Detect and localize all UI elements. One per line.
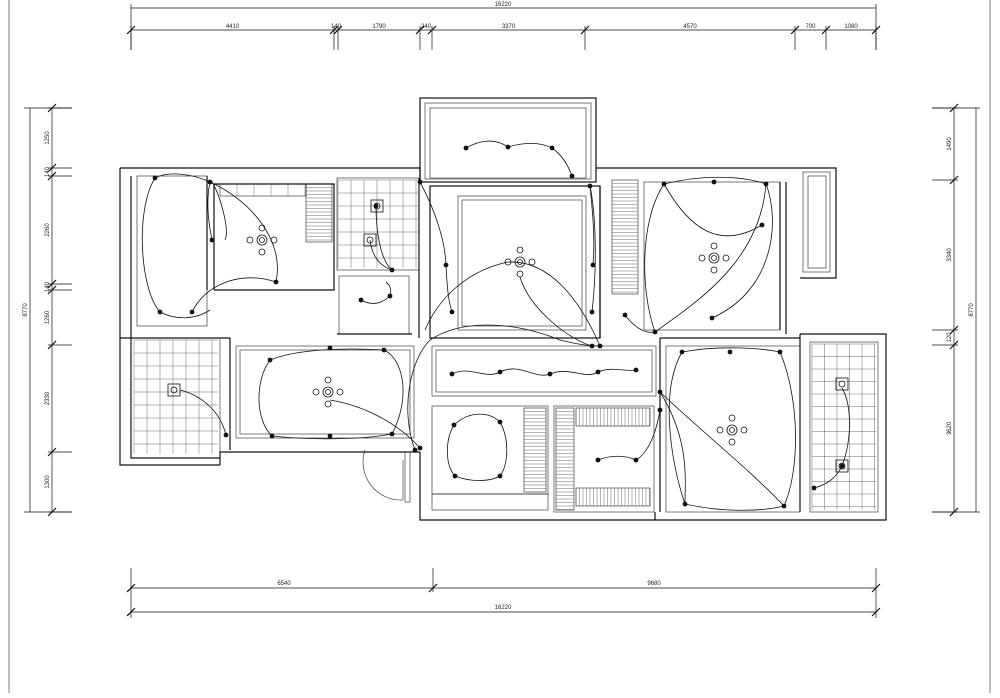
- right-overall-label: 8770: [969, 303, 975, 317]
- left-segment-label: 1260: [45, 310, 51, 324]
- bottom-dimension-chain: 6540 9680 16220: [126, 568, 881, 618]
- left-segment-label: 2330: [45, 391, 51, 405]
- lighting-junction-points: [152, 144, 845, 509]
- top-segment-label: 1790: [372, 24, 386, 30]
- chandelier-symbols: [246, 224, 748, 446]
- left-segment-label: 1300: [45, 475, 51, 489]
- bottom-overall-label: 16220: [495, 605, 512, 611]
- right-segment-label: 3620: [947, 421, 953, 435]
- top-segment-label: 700: [805, 24, 816, 30]
- top-segment-label: 4570: [683, 24, 697, 30]
- right-segment-label: 120: [947, 332, 953, 343]
- floor-tile-grids: [133, 179, 876, 510]
- interior-walls: [120, 175, 801, 513]
- top-dimension-chain: 4410 140 1790 240 3370 4570 700 1080 16220: [126, 2, 881, 50]
- square-ceiling-lights: [167, 199, 849, 473]
- top-overall-label: 16220: [495, 2, 512, 8]
- left-segment-label: 140: [45, 281, 51, 292]
- outer-walls: [119, 97, 887, 521]
- top-segment-label: 240: [421, 24, 432, 30]
- left-dimension-chain: 1250 140 2260 140 1260 2330 1300 8770: [23, 103, 72, 517]
- wardrobe-hatching: [219, 183, 650, 510]
- left-segment-label: 140: [45, 166, 51, 177]
- left-segment-label: 2260: [45, 223, 51, 237]
- lighting-circuits: [141, 140, 850, 511]
- bottom-segment-2-label: 9680: [647, 581, 661, 587]
- right-segment-label: 3340: [947, 248, 953, 262]
- top-segment-label: 3370: [502, 24, 516, 30]
- top-segment-label: 4410: [226, 24, 240, 30]
- right-segment-label: 1490: [947, 137, 953, 151]
- top-segment-label: 1080: [844, 24, 858, 30]
- right-dimension-chain: 1490 3340 120 3620 8770: [932, 103, 980, 517]
- left-overall-label: 8770: [23, 303, 29, 317]
- top-segment-label: 140: [331, 24, 342, 30]
- left-segment-label: 1250: [45, 131, 51, 145]
- bottom-segment-1-label: 6540: [277, 581, 291, 587]
- entry-door-swing: [362, 449, 404, 501]
